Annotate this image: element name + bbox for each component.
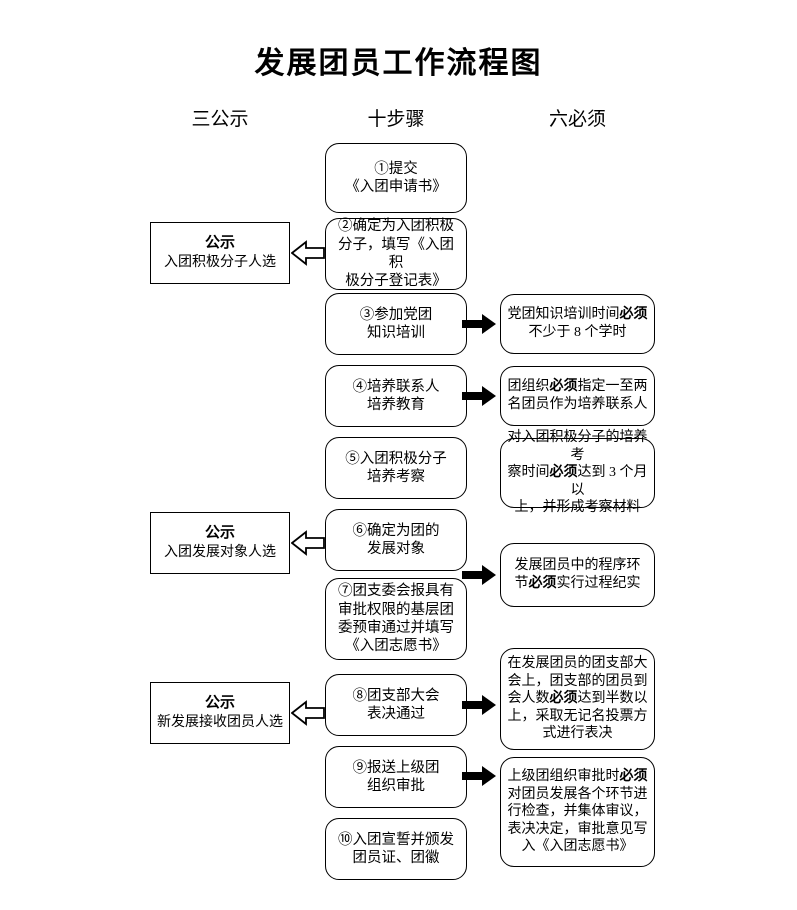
column-header-left: 三公示 (191, 109, 249, 130)
must-keyword: 必须 (528, 576, 557, 591)
must-text: 对团员发展各个环节进 行检查，并集体审议， 表决决定，审批意见写 入《入团志愿书… (507, 786, 648, 855)
arrow-right-icon (462, 765, 496, 787)
step-box-2: ②确定为入团积极 分子，填写《入团积 极分子登记表》 (325, 218, 467, 290)
step-label: ⑩入团宣誓并颁发 团员证、团徽 (338, 831, 454, 866)
step-box-4: ④培养联系人 培养教育 (325, 365, 467, 427)
step-box-6: ⑥确定为团的 发展对象 (325, 509, 467, 571)
arrow-left-icon (290, 240, 325, 266)
notice-subject: 入团发展对象人选 (164, 544, 276, 560)
arrow-right-icon (462, 313, 496, 335)
step-box-1: ①提交 《入团申请书》 (325, 143, 467, 213)
must-box-1: 党团知识培训时间必须 不少于 8 个学时 (500, 294, 655, 354)
step-label: ①提交 《入团申请书》 (345, 160, 447, 195)
notice-heading: 公示 (204, 525, 235, 542)
must-label: 对入团积极分子的培养考 察时间必须达到 3 个月以 上，并形成考察材料 (501, 429, 654, 517)
must-box-4: 发展团员中的程序环 节必须实行过程纪实 (500, 543, 655, 607)
arrow-right-icon (462, 694, 496, 716)
must-box-3: 对入团积极分子的培养考 察时间必须达到 3 个月以 上，并形成考察材料 (500, 430, 655, 515)
notice-heading: 公示 (204, 235, 235, 252)
must-keyword: 必须 (549, 379, 578, 395)
column-header-right: 六必须 (548, 109, 606, 130)
step-label: ②确定为入团积极 分子，填写《入团积 极分子登记表》 (338, 218, 454, 290)
notice-heading: 公示 (204, 695, 235, 712)
step-label: ⑦团支委会报具有 审批权限的基层团 委预审通过并填写 《入团志愿书》 (338, 583, 454, 655)
step-box-8: ⑧团支部大会 表决通过 (325, 674, 467, 736)
step-label: ⑤入团积极分子 培养考察 (345, 450, 447, 485)
step-label: ④培养联系人 培养教育 (352, 378, 440, 413)
must-text: 在发展团员的团支部大 会上，团支部的团员到 会人数 (507, 655, 648, 707)
must-text: 党团知识培训时间 (507, 307, 620, 323)
step-box-7: ⑦团支委会报具有 审批权限的基层团 委预审通过并填写 《入团志愿书》 (325, 578, 467, 660)
must-text: 指定一至两 名团员作为培养联系人 (507, 379, 648, 412)
must-text: 不少于 8 个学时 (528, 325, 627, 340)
step-box-3: ③参加党团 知识培训 (325, 293, 467, 355)
must-text: 达到 3 个月以 上，并形成考察材料 (514, 465, 648, 516)
must-text: 团组织 (507, 379, 550, 395)
must-label: 上级团组织审批时必须 对团员发展各个环节进 行检查，并集体审议， 表决决定，审批… (503, 768, 653, 856)
notice-subject: 入团积极分子人选 (164, 254, 276, 270)
notice-subject: 新发展接收团员人选 (157, 714, 283, 730)
must-text: 达到半数以 上，采取无记名投票方 式进行表决 (507, 691, 648, 742)
must-text: 对入团积极分子的培养考 察时间 (507, 429, 648, 481)
notice-box-3: 公示新发展接收团员人选 (150, 682, 290, 744)
must-keyword: 必须 (619, 307, 648, 323)
arrow-right-icon (462, 564, 496, 586)
arrow-left-icon (290, 530, 325, 556)
step-label: ⑨报送上级团 组织审批 (352, 759, 440, 794)
must-label: 在发展团员的团支部大 会上，团支部的团员到 会人数必须达到半数以 上，采取无记名… (503, 655, 653, 743)
must-keyword: 必须 (549, 465, 578, 481)
notice-box-1: 公示入团积极分子人选 (150, 222, 290, 284)
must-label: 党团知识培训时间必须 不少于 8 个学时 (503, 306, 653, 341)
step-box-10: ⑩入团宣誓并颁发 团员证、团徽 (325, 818, 467, 880)
must-text: 实行过程纪实 (556, 576, 641, 591)
must-label: 团组织必须指定一至两 名团员作为培养联系人 (503, 378, 653, 413)
notice-box-2: 公示入团发展对象人选 (150, 512, 290, 574)
must-label: 发展团员中的程序环 节必须实行过程纪实 (510, 557, 646, 592)
step-label: ⑥确定为团的 发展对象 (352, 522, 440, 557)
must-box-6: 上级团组织审批时必须 对团员发展各个环节进 行检查，并集体审议， 表决决定，审批… (500, 757, 655, 867)
must-text: 发展团员中的程序环 节 (514, 558, 641, 591)
step-box-9: ⑨报送上级团 组织审批 (325, 746, 467, 808)
arrow-left-icon (290, 700, 325, 726)
column-header-middle: 十步骤 (367, 109, 425, 130)
must-box-2: 团组织必须指定一至两 名团员作为培养联系人 (500, 366, 655, 426)
must-keyword: 必须 (549, 691, 578, 707)
must-text: 上级团组织审批时 (507, 768, 620, 784)
must-keyword: 必须 (619, 768, 648, 784)
step-label: ③参加党团 知识培训 (359, 306, 433, 341)
step-label: ⑧团支部大会 表决通过 (352, 687, 440, 722)
arrow-right-icon (462, 385, 496, 407)
must-box-5: 在发展团员的团支部大 会上，团支部的团员到 会人数必须达到半数以 上，采取无记名… (500, 648, 655, 750)
page-title: 发展团员工作流程图 (254, 47, 543, 80)
step-box-5: ⑤入团积极分子 培养考察 (325, 437, 467, 499)
